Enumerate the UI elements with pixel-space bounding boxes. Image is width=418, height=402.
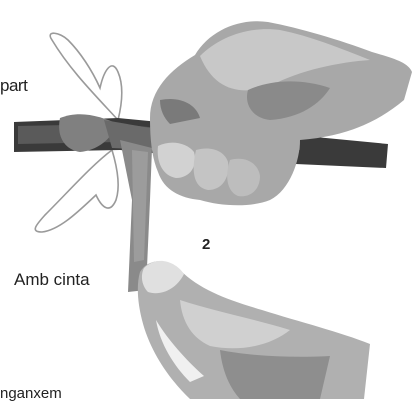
label-part: part [0,76,27,96]
lower-hand [138,261,370,399]
label-amb-cinta: Amb cinta [14,270,90,290]
upper-hand [150,21,412,205]
step-number: 2 [202,236,210,253]
label-bottom: nganxem [0,385,62,402]
